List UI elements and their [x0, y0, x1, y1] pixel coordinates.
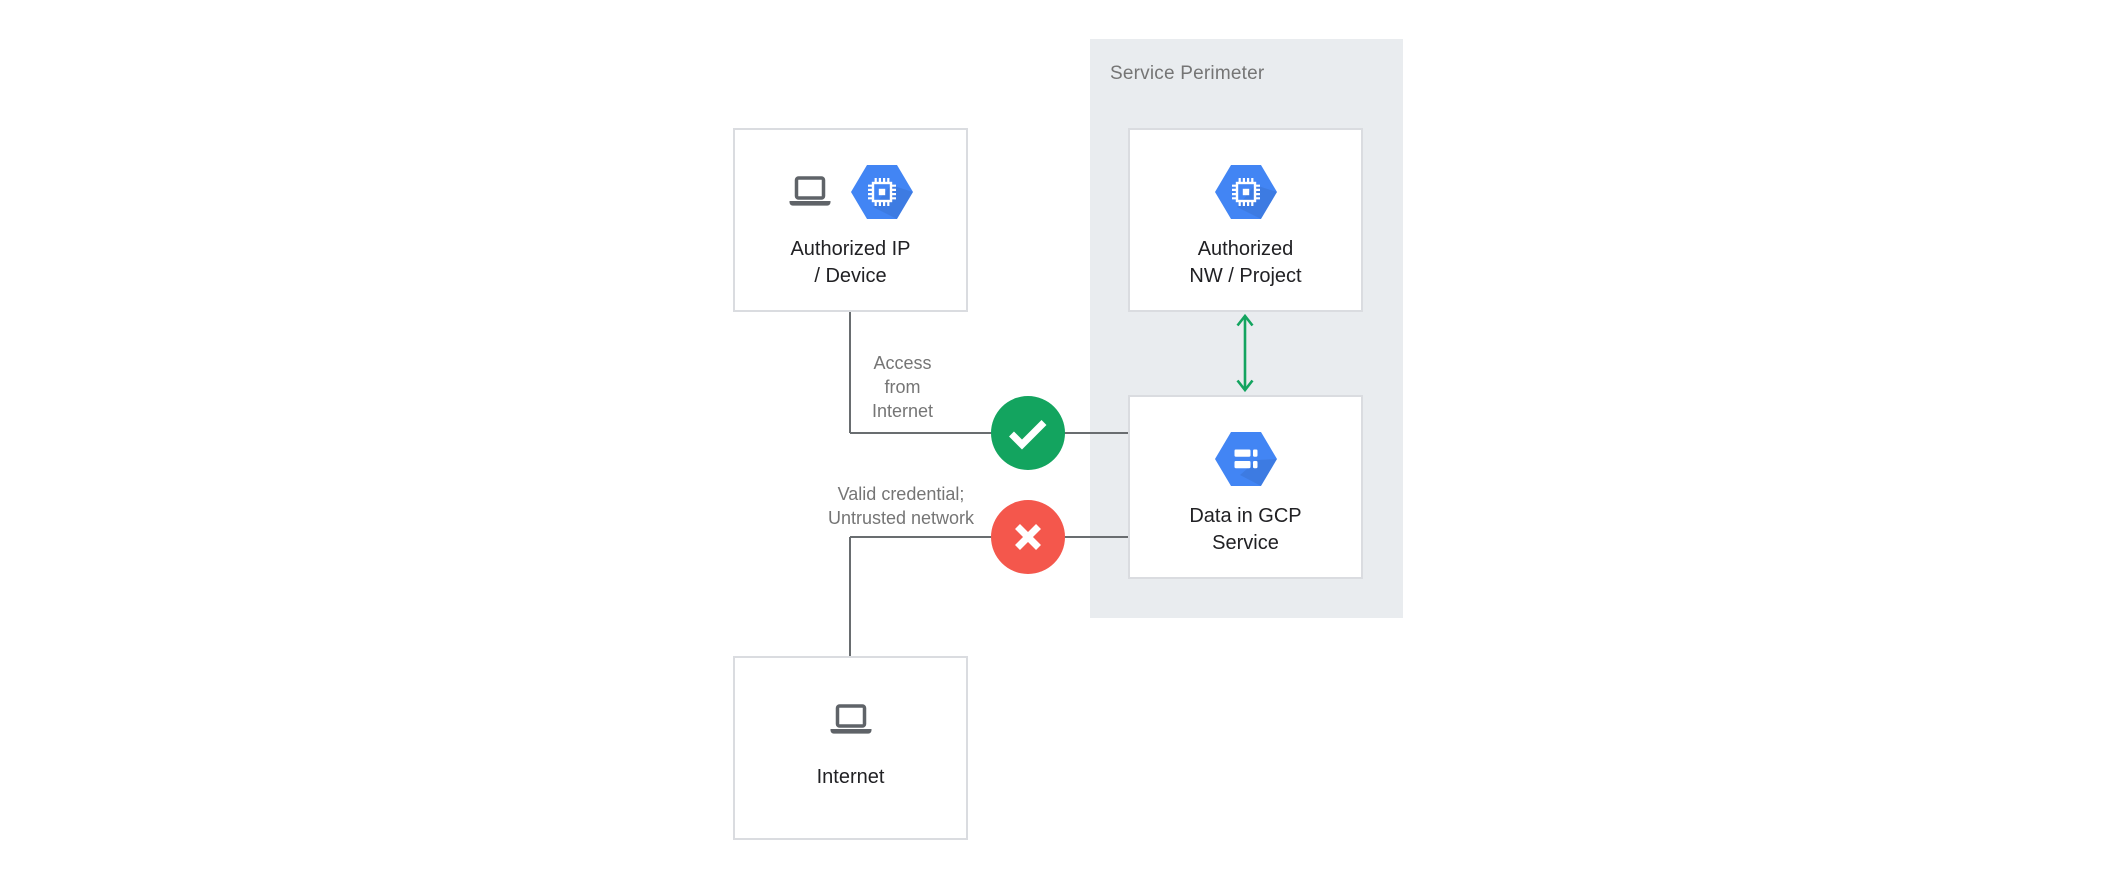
- node-label: Authorized NW / Project: [1189, 236, 1301, 290]
- edge-label-line: Untrusted network: [827, 508, 975, 528]
- node-data-in-gcp-service: Data in GCP Service: [1128, 395, 1363, 579]
- cloud-storage-hexagon-icon: [1214, 432, 1277, 486]
- edge-label-access-from-internet: Access from Internet: [830, 351, 975, 423]
- node-label-line: Authorized: [1197, 238, 1294, 260]
- node-label: Internet: [817, 764, 885, 791]
- edge-allowed-horizontal-line: [850, 432, 1129, 434]
- node-label-line: / Device: [814, 265, 887, 287]
- edge-label-line: Access: [873, 353, 932, 373]
- edge-denied-vertical-line: [849, 537, 851, 657]
- compute-engine-hexagon-icon: [1214, 165, 1277, 219]
- node-authorized-nw-project: Authorized NW / Project: [1128, 128, 1363, 312]
- edge-label-line: Valid credential;: [837, 484, 965, 504]
- laptop-icon: [830, 704, 871, 734]
- edge-label-line: from: [884, 377, 921, 397]
- node-internet: Internet: [733, 656, 968, 840]
- edge-allowed-vertical-line: [849, 312, 851, 433]
- node-authorized-ip-device: Authorized IP / Device: [733, 128, 968, 312]
- node-label-line: Data in GCP: [1189, 505, 1302, 527]
- edge-denied-horizontal-line: [850, 536, 1129, 538]
- node-label-line: Authorized IP: [790, 238, 911, 260]
- node-icon-row: [1214, 164, 1278, 220]
- service-perimeter-label: Service Perimeter: [1110, 63, 1265, 84]
- denied-status-badge: [991, 500, 1065, 574]
- node-label-line: Service: [1212, 532, 1279, 554]
- edge-label-line: Internet: [871, 401, 934, 421]
- node-icon-row: [1214, 431, 1278, 487]
- compute-engine-hexagon-icon: [850, 165, 913, 219]
- check-icon: [1009, 420, 1047, 450]
- node-label: Data in GCP Service: [1189, 503, 1301, 557]
- edge-label-valid-credential-untrusted-network: Valid credential; Untrusted network: [780, 482, 1022, 530]
- allowed-status-badge: [991, 396, 1065, 470]
- node-label: Authorized IP / Device: [790, 236, 910, 290]
- bidirectional-arrow-icon: [1236, 313, 1254, 393]
- node-icon-row: [829, 692, 873, 748]
- node-label-line: NW / Project: [1189, 265, 1302, 287]
- node-icon-row: [788, 164, 914, 220]
- node-label-line: Internet: [816, 766, 885, 788]
- x-icon: [1015, 524, 1041, 550]
- laptop-icon: [789, 176, 830, 206]
